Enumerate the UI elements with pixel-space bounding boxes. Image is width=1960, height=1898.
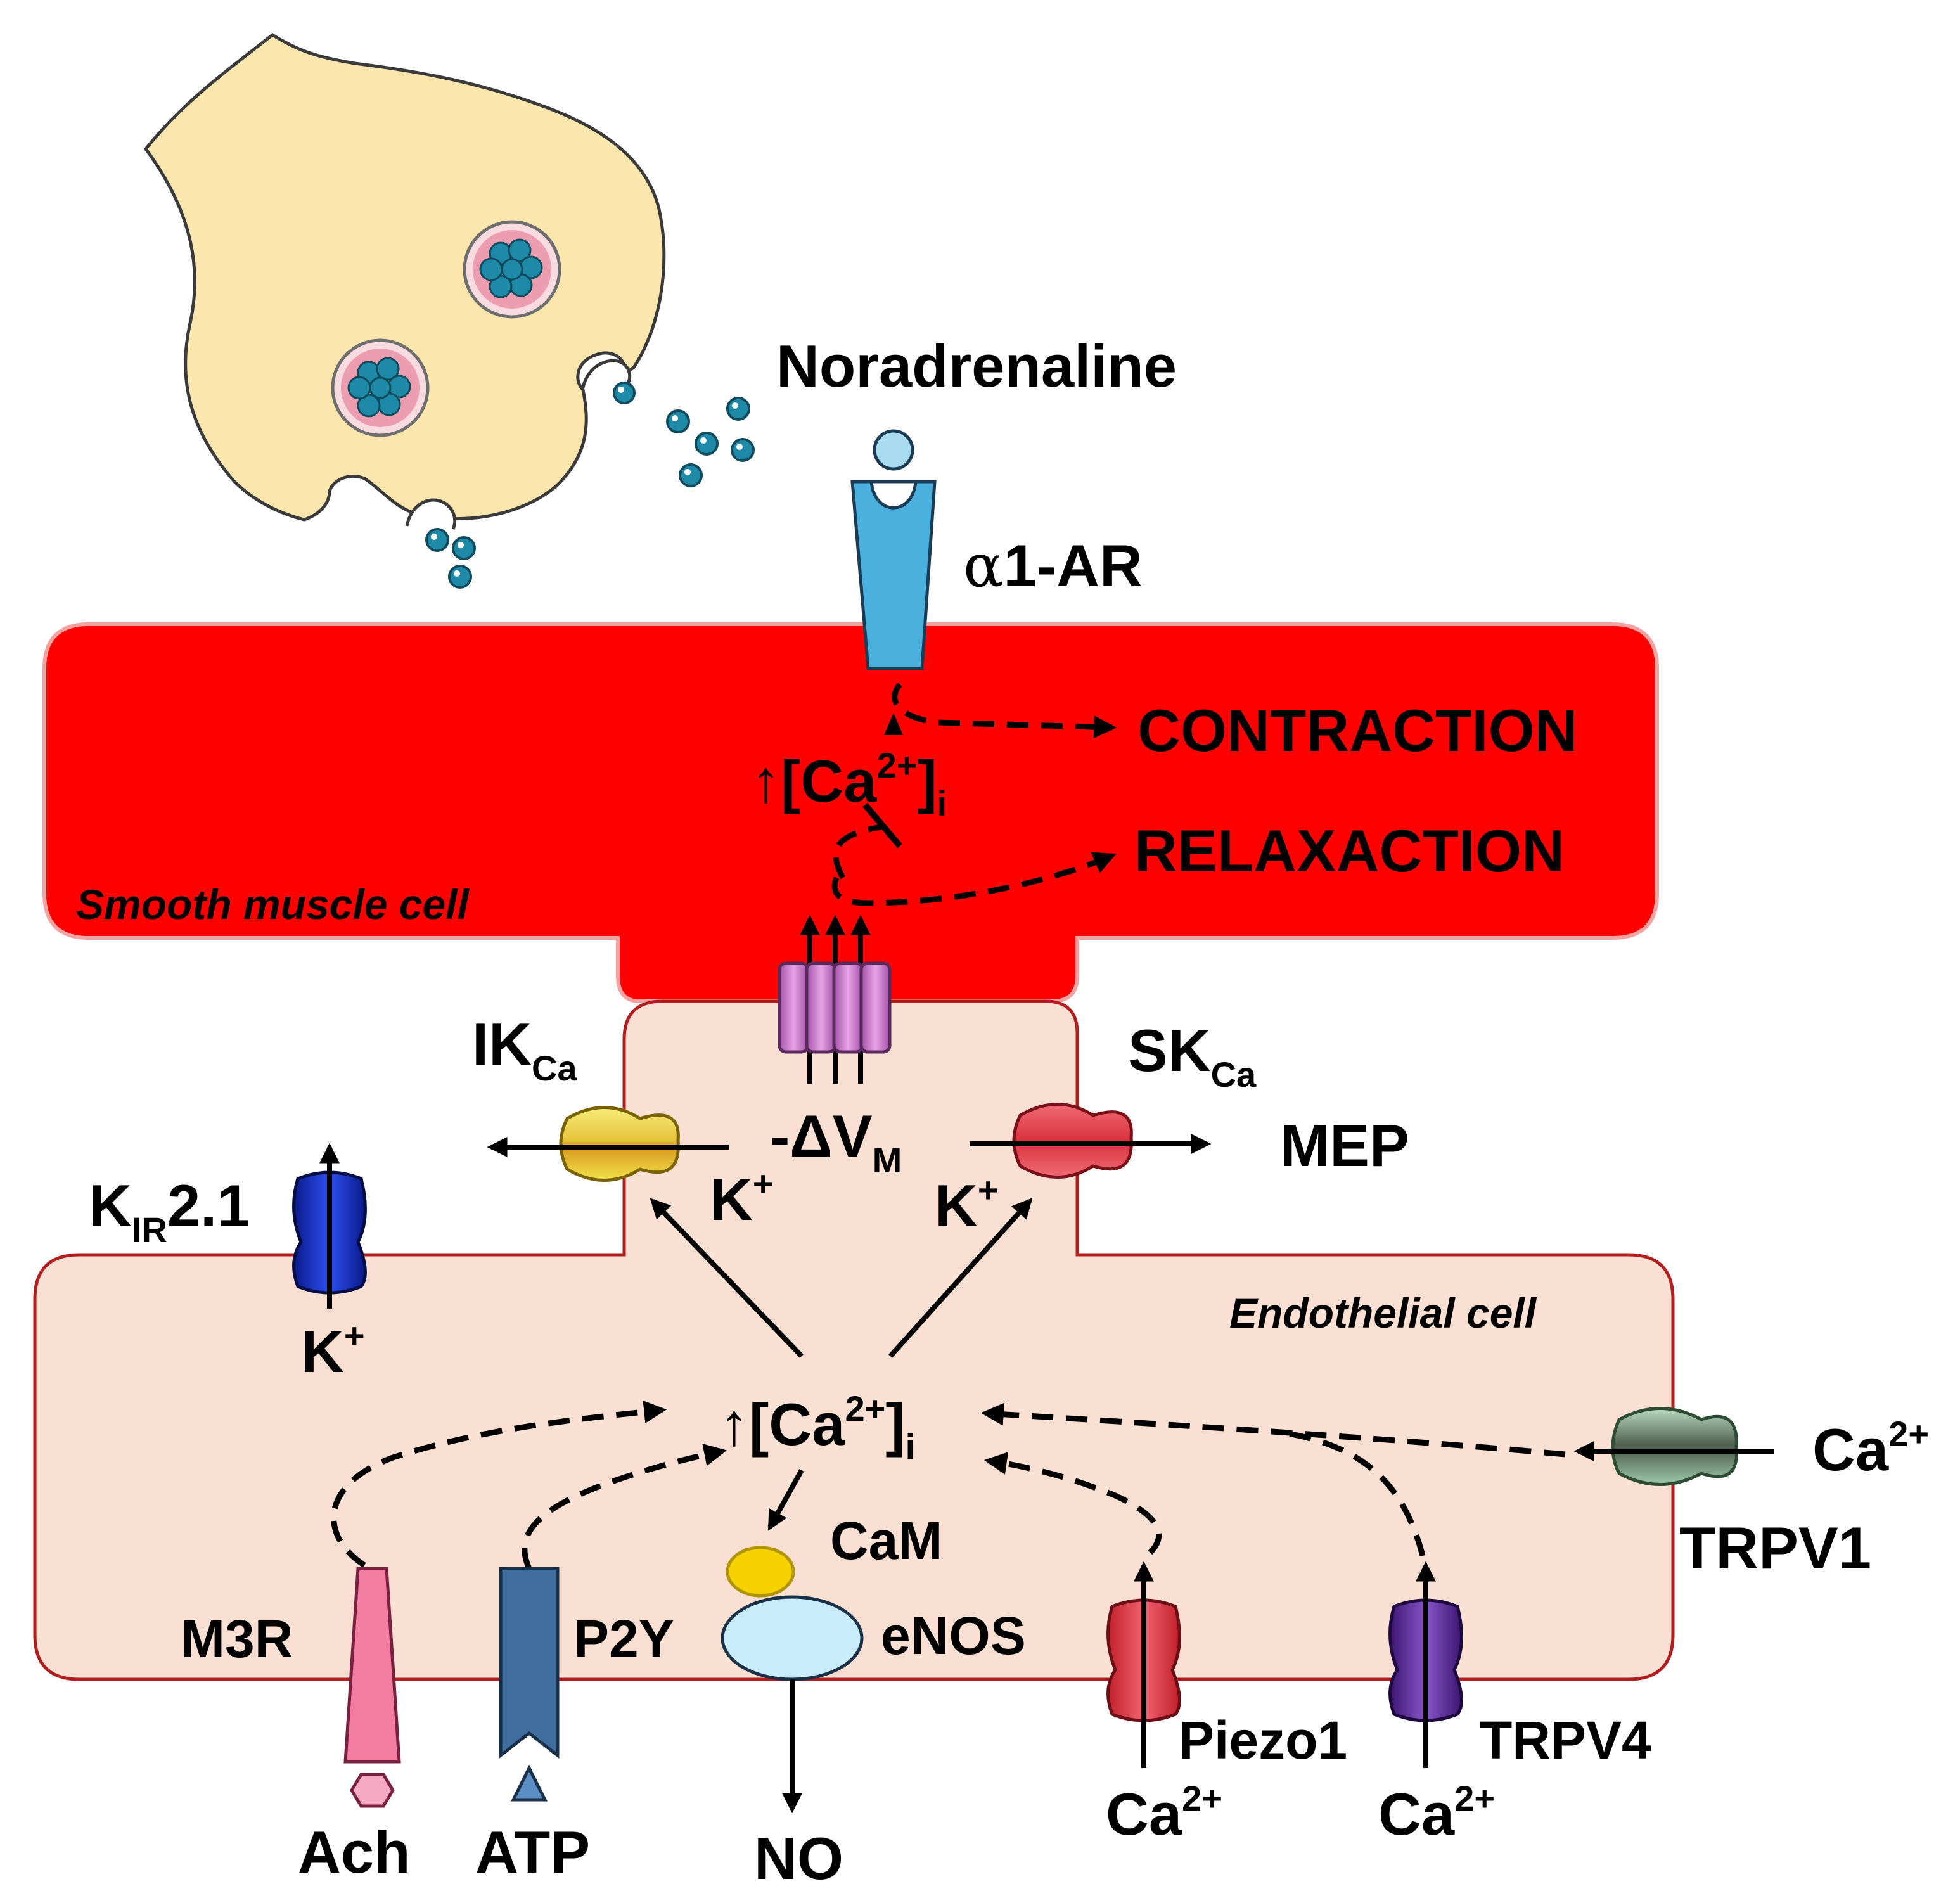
p2y-to-calcium-arrow bbox=[522, 1443, 727, 1570]
gap-junction-channel bbox=[778, 914, 892, 1084]
piezo1-label: Piezo1 bbox=[1179, 1710, 1347, 1770]
trpv4-to-calcium-arrow bbox=[1279, 1429, 1426, 1557]
alpha1-ar-receptor bbox=[850, 429, 937, 670]
enos-enzyme bbox=[721, 1595, 864, 1681]
ikca-label: IKCa bbox=[472, 1011, 577, 1088]
alpha1-ar-label: α1-AR bbox=[963, 532, 1143, 601]
smooth-muscle-label: Smooth muscle cell bbox=[76, 881, 470, 928]
trpv1-to-calcium-arrow bbox=[980, 1402, 1566, 1458]
contraction-label: CONTRACTION bbox=[1137, 697, 1578, 764]
mep-label: MEP bbox=[1280, 1112, 1409, 1179]
noradrenaline-bound bbox=[873, 429, 914, 471]
vesicle-lower bbox=[331, 338, 430, 437]
trpv4-label: TRPV4 bbox=[1480, 1710, 1651, 1770]
calcium-rise-arrow bbox=[884, 713, 903, 735]
endothelial-cell bbox=[33, 999, 1675, 1681]
contraction-arrow bbox=[892, 683, 1117, 739]
endothelial-label: Endothelial cell bbox=[1229, 1290, 1537, 1337]
release-pocket-bottom bbox=[405, 498, 457, 530]
nerve-terminal bbox=[143, 32, 666, 522]
calcium-to-ikca-arrow bbox=[650, 1198, 804, 1358]
piezo1-calcium-label: Ca2+ bbox=[1106, 1778, 1222, 1847]
no-label: NO bbox=[754, 1825, 843, 1892]
ec-calcium-label: ↑[Ca2+]i bbox=[719, 1388, 915, 1466]
relaxation-label: RELAXACTION bbox=[1134, 818, 1565, 884]
trpv4-calcium-label: Ca2+ bbox=[1378, 1778, 1495, 1847]
m3r-receptor bbox=[343, 1567, 401, 1808]
noradrenaline-label: Noradrenaline bbox=[776, 333, 1177, 399]
skca-potassium-label: K+ bbox=[935, 1170, 999, 1239]
piezo1-to-calcium-arrow bbox=[983, 1452, 1162, 1555]
calcium-to-skca-arrow bbox=[888, 1198, 1033, 1358]
ikca-channel bbox=[559, 1106, 680, 1182]
ach-label: Ach bbox=[298, 1819, 411, 1885]
ikca-potassium-label: K+ bbox=[710, 1164, 774, 1233]
skca-channel bbox=[1012, 1103, 1133, 1179]
calcium-to-cam-arrow bbox=[767, 1469, 804, 1531]
release-pocket-right bbox=[581, 359, 632, 389]
cam-label: CaM bbox=[830, 1511, 942, 1570]
atp-label: ATP bbox=[475, 1819, 590, 1885]
trpv1-label: TRPV1 bbox=[1679, 1515, 1871, 1581]
vesicle-upper bbox=[463, 220, 561, 319]
relaxation-arrow bbox=[831, 852, 1117, 906]
m3r-to-calcium-arrow bbox=[331, 1401, 667, 1568]
p2y-receptor bbox=[499, 1567, 560, 1802]
skca-label: SKCa bbox=[1128, 1017, 1257, 1094]
inhibition-bar bbox=[862, 802, 902, 849]
trpv1-channel bbox=[1611, 1407, 1738, 1486]
cam-protein bbox=[726, 1546, 795, 1598]
m3r-label: M3R bbox=[181, 1609, 293, 1669]
smc-calcium-label: ↑[Ca2+]i bbox=[751, 745, 947, 823]
inhibition-line bbox=[833, 824, 881, 880]
enos-label: eNOS bbox=[881, 1606, 1026, 1665]
kir21-label: KIR2.1 bbox=[89, 1172, 250, 1250]
membrane-potential-label: -ΔVM bbox=[770, 1103, 902, 1180]
kir21-potassium-label: K+ bbox=[301, 1316, 365, 1385]
trpv1-calcium-label: Ca2+ bbox=[1812, 1414, 1929, 1483]
p2y-label: P2Y bbox=[573, 1609, 674, 1669]
